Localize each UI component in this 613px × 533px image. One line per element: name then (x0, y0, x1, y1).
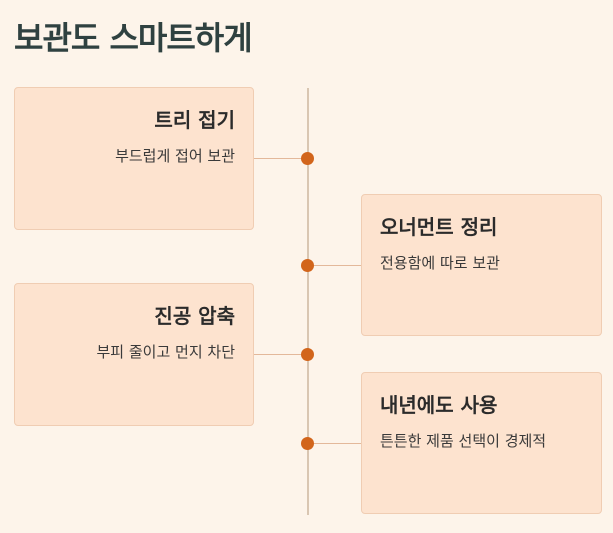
timeline-card-next-year: 내년에도 사용 튼튼한 제품 선택이 경제적 (361, 372, 602, 514)
timeline-dot (301, 437, 314, 450)
timeline-dot (301, 259, 314, 272)
timeline-connector (308, 443, 361, 444)
timeline-connector (254, 354, 308, 355)
card-description: 부드럽게 접어 보관 (115, 147, 235, 165)
timeline-line (307, 88, 309, 515)
timeline-card-fold-tree: 트리 접기 부드럽게 접어 보관 (14, 87, 254, 230)
timeline-connector (308, 265, 361, 266)
card-description: 튼튼한 제품 선택이 경제적 (380, 432, 547, 450)
timeline-card-vacuum: 진공 압축 부피 줄이고 먼지 차단 (14, 283, 254, 426)
card-title: 트리 접기 (154, 108, 235, 132)
card-description: 부피 줄이고 먼지 차단 (96, 343, 235, 361)
card-description: 전용함에 따로 보관 (380, 254, 500, 272)
card-title: 내년에도 사용 (380, 393, 498, 417)
card-title: 진공 압축 (154, 304, 235, 328)
timeline-dot (301, 348, 314, 361)
timeline-card-ornament: 오너먼트 정리 전용함에 따로 보관 (361, 194, 602, 336)
timeline-connector (254, 158, 308, 159)
card-title: 오너먼트 정리 (380, 215, 498, 239)
page-title: 보관도 스마트하게 (14, 19, 253, 57)
timeline-dot (301, 152, 314, 165)
